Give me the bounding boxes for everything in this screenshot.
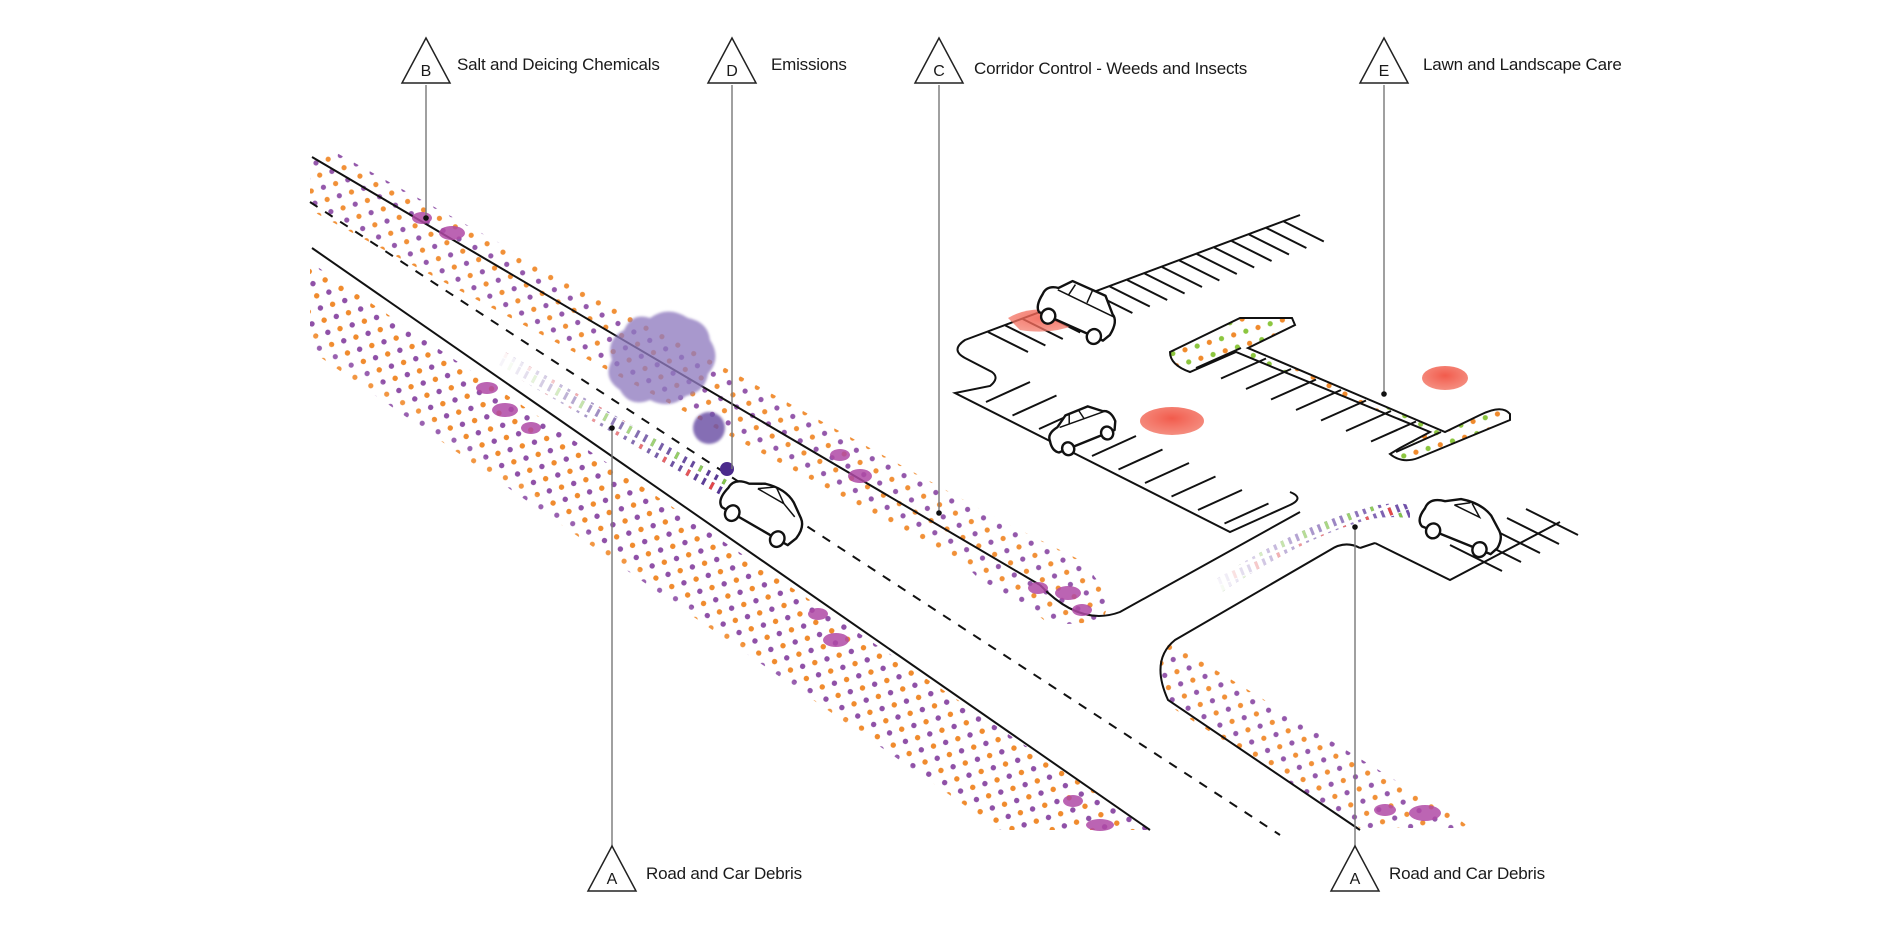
- oil-spot-right: [1422, 366, 1468, 390]
- parking-stall-line: [1245, 368, 1292, 390]
- debris-blob: [1374, 804, 1396, 816]
- side-road-edge-right: [1359, 542, 1376, 549]
- car-exiting-lot: [1418, 497, 1502, 559]
- callout-label: Corridor Control - Weeds and Insects: [974, 59, 1247, 78]
- parking-stall-line: [1109, 285, 1151, 308]
- parking-stall-line: [1506, 517, 1560, 545]
- emissions-puff: [693, 412, 725, 444]
- emissions-particle: [720, 462, 734, 476]
- debris-blob: [492, 403, 518, 417]
- callout-D: D Emissions: [706, 36, 847, 469]
- triangle-marker-icon: [706, 36, 758, 84]
- parking-stall-line: [1004, 324, 1046, 347]
- parking-stall-line: [1265, 227, 1307, 249]
- oil-spot-center: [1140, 407, 1204, 435]
- callout-B: B Salt and Deicing Chemicals: [400, 36, 660, 221]
- callout-label: Salt and Deicing Chemicals: [457, 55, 660, 74]
- parking-stall-line: [1213, 246, 1255, 269]
- debris-blob: [1086, 819, 1114, 831]
- middle-row-stalls: [1195, 347, 1442, 453]
- callout-E: E Lawn and Landscape Care: [1358, 36, 1622, 397]
- parked-suv-top: [1036, 279, 1117, 346]
- emissions-cloud-icon: [608, 311, 716, 405]
- parking-stall-line: [1320, 399, 1367, 422]
- parking-stall-line: [1224, 502, 1269, 525]
- road-edge-lower: [311, 247, 1151, 831]
- triangle-marker-icon: [400, 36, 452, 84]
- parked-car-left: [1048, 405, 1117, 457]
- callout-letter: B: [421, 63, 432, 80]
- callout-A-left: A Road and Car Debris: [586, 425, 802, 892]
- dotted-bands: [310, 152, 1470, 830]
- parking-stall-line: [1161, 266, 1203, 288]
- roadside-band-side-road: [1158, 643, 1470, 828]
- parking-stall-line: [1449, 544, 1503, 572]
- parking-stall-line: [1144, 462, 1190, 484]
- tire-trail-lot-exit: [1215, 503, 1410, 592]
- callout-A-right: A Road and Car Debris: [1329, 524, 1545, 892]
- parking-stall-line: [1012, 394, 1057, 417]
- callout-letter: C: [933, 63, 945, 80]
- callout-letter: E: [1379, 63, 1390, 80]
- debris-blobs: [412, 212, 1441, 831]
- tire-trail-main-road: [497, 352, 730, 496]
- parking-stall-line: [1270, 378, 1317, 401]
- parking-stall-line: [1248, 233, 1290, 256]
- parking-stall-line: [1091, 435, 1137, 457]
- lower-row-stalls: [985, 381, 1269, 525]
- callout-label: Road and Car Debris: [646, 864, 802, 883]
- moving-car-on-road: [719, 480, 804, 549]
- debris-blob: [412, 212, 432, 224]
- lot-boundary: [951, 214, 1301, 534]
- parking-stall-line: [1231, 240, 1273, 262]
- lot-edge-right: [1374, 521, 1561, 582]
- parking-stall-line: [1525, 508, 1579, 536]
- debris-blob: [808, 608, 828, 620]
- parking-stall-line: [1197, 489, 1243, 511]
- parking-stall-line: [1196, 253, 1238, 275]
- parking-stall-line: [985, 381, 1031, 403]
- parking-stall-line: [1295, 389, 1342, 411]
- callout-label: Road and Car Debris: [1389, 864, 1545, 883]
- parking-stall-line: [1395, 431, 1442, 453]
- parking-stall-line: [987, 331, 1029, 353]
- debris-blob: [823, 633, 849, 647]
- callout-C: C Corridor Control - Weeds and Insects: [913, 36, 1247, 516]
- debris-blob: [1072, 604, 1092, 616]
- parking-stall-line: [1118, 448, 1163, 471]
- debris-blob: [439, 226, 465, 240]
- debris-blob: [1409, 805, 1441, 821]
- callout-letter: A: [1350, 871, 1361, 888]
- triangle-marker-icon: [913, 36, 965, 84]
- side-road-edge-left: [1159, 543, 1361, 831]
- parking-stall-line: [1126, 279, 1168, 301]
- parking-stall-line: [1345, 410, 1392, 432]
- debris-blob: [1055, 586, 1081, 600]
- callout-letter: A: [607, 871, 618, 888]
- roadside-band-lower-wide: [310, 262, 1150, 830]
- triangle-marker-icon: [586, 844, 638, 892]
- landscape-island: [1168, 317, 1511, 462]
- callout-letter: D: [726, 63, 738, 80]
- parking-stall-line: [1283, 220, 1325, 243]
- parking-stall-line: [1178, 259, 1220, 282]
- callout-label: Emissions: [771, 55, 847, 74]
- debris-blob: [1028, 582, 1048, 594]
- side-road: [1159, 542, 1376, 831]
- parking-stall-line: [1195, 347, 1242, 369]
- debris-blob: [476, 382, 498, 394]
- callout-label: Lawn and Landscape Care: [1423, 55, 1622, 74]
- triangle-marker-icon: [1358, 36, 1410, 84]
- parking-stall-line: [1370, 420, 1417, 443]
- parking-stall-line: [1144, 272, 1186, 295]
- debris-blob: [830, 449, 850, 461]
- triangle-marker-icon: [1329, 844, 1381, 892]
- parking-stall-line: [1171, 475, 1216, 498]
- parking-stall-line: [1220, 357, 1267, 380]
- debris-blob: [521, 422, 541, 434]
- debris-blob: [848, 469, 872, 483]
- debris-blob: [1063, 795, 1083, 807]
